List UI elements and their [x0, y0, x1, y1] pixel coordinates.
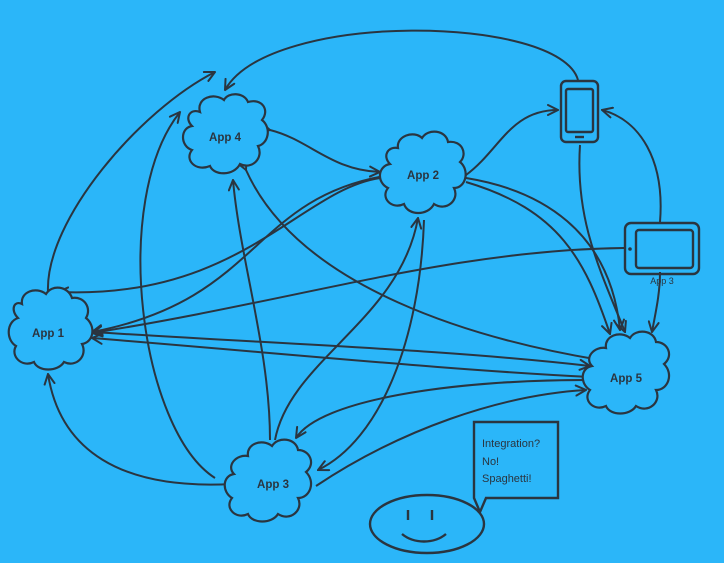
node-app4[interactable]: App 4 — [181, 93, 269, 175]
edge-tablet-phone — [602, 110, 662, 223]
tablet-device[interactable]: App 3 — [623, 221, 701, 286]
cloud-shape — [181, 93, 269, 175]
edge-app5-app3 — [296, 379, 589, 438]
node-app3-label: App 3 — [257, 479, 289, 491]
speech-bubble-shape — [472, 420, 560, 516]
tablet-label: App 3 — [650, 276, 674, 286]
node-app2[interactable]: App 2 — [378, 130, 467, 215]
speech-line-2: No! — [482, 456, 499, 468]
edge-app2-app1-upper — [58, 177, 381, 292]
edge-app3-app2 — [274, 218, 418, 441]
edge-tablet-app1 — [92, 247, 625, 333]
phone-screen — [564, 87, 595, 134]
node-app4-label: App 4 — [209, 132, 242, 144]
edge-phone-app4 — [225, 29, 579, 90]
edge-app3-app5 — [315, 390, 586, 487]
edge-app2-app5-a — [466, 178, 620, 330]
speech-bubble: Integration? No! Spaghetti! — [472, 420, 560, 516]
smiley-mouth — [401, 533, 447, 543]
smiley-face-icon — [368, 493, 486, 555]
edge-app1-app5-a — [91, 331, 590, 366]
edge-app3-app4-direct — [233, 180, 271, 441]
edge-app2-app1-lower — [92, 175, 385, 332]
node-app2-label: App 2 — [407, 170, 439, 182]
edge-phone-app5 — [578, 144, 625, 332]
edge-app4-app2 — [270, 130, 380, 172]
cloud-shape — [581, 330, 671, 415]
cloud-shape — [7, 286, 94, 371]
cloud-shape — [223, 438, 313, 523]
tablet-screen — [634, 228, 695, 270]
phone-body — [559, 79, 600, 144]
edge-app3-app1 — [48, 374, 233, 486]
node-app5-label: App 5 — [610, 373, 643, 385]
node-app3[interactable]: App 3 — [223, 438, 313, 523]
edge-app2-app3 — [318, 219, 425, 470]
speech-line-3: Spaghetti! — [482, 473, 532, 485]
node-app1-label: App 1 — [32, 328, 65, 340]
edge-app1-app4 — [46, 72, 215, 293]
edge-app3-app4-outer — [139, 112, 216, 479]
connection-edges — [46, 29, 662, 487]
edge-app2-phone — [466, 110, 558, 175]
phone-device[interactable] — [559, 79, 600, 144]
tablet-button — [628, 247, 632, 251]
node-app5[interactable]: App 5 — [581, 330, 671, 415]
smiley-head — [368, 493, 486, 555]
tablet-body — [623, 221, 701, 276]
node-app1[interactable]: App 1 — [7, 286, 94, 371]
edge-app2-app5-b — [465, 181, 610, 334]
edge-app5-app1-b — [92, 338, 591, 378]
cloud-shape — [378, 130, 467, 215]
edge-app4-app5 — [246, 170, 601, 361]
speech-line-1: Integration? — [482, 438, 540, 450]
edge-tablet-app5 — [652, 271, 661, 332]
